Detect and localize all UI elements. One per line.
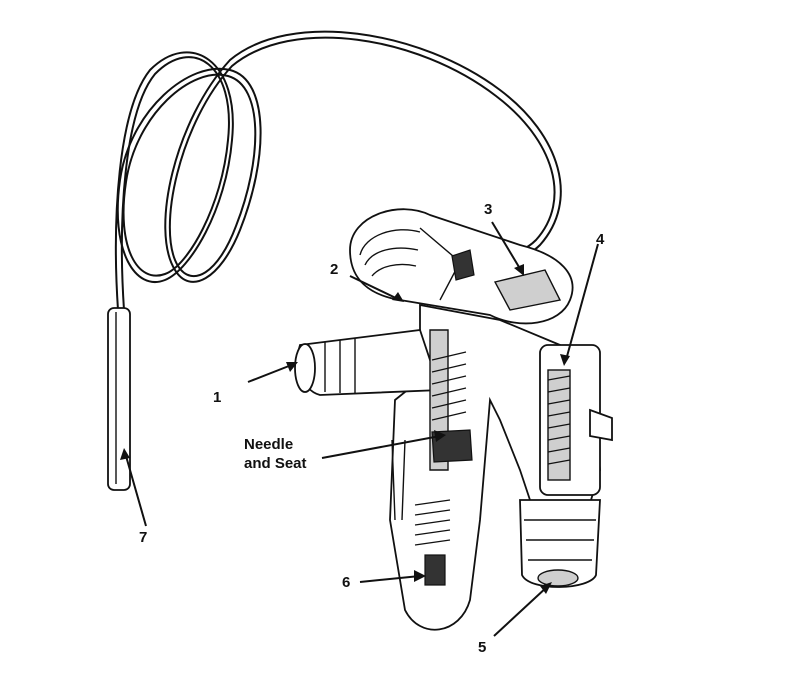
arrowhead-7	[120, 448, 130, 460]
callout-5: 5	[478, 639, 487, 656]
arrowhead-1	[286, 362, 298, 372]
needle-label-line1: Needle	[244, 436, 294, 453]
callout-7: 7	[139, 529, 148, 546]
callout-needle-and-seat: Needle and Seat	[244, 436, 307, 474]
arrowhead-4	[560, 354, 570, 366]
capillary-tube	[114, 30, 562, 311]
callout-3: 3	[484, 201, 493, 218]
leader-6	[359, 575, 421, 583]
arrowhead-needle-seat	[434, 430, 446, 442]
needle-label-line2: and Seat	[244, 454, 307, 472]
callout-6: 6	[342, 574, 351, 591]
leader-needle-seat	[321, 435, 441, 459]
leader-7	[125, 455, 147, 527]
arrowhead-6	[414, 570, 426, 582]
valve-body	[294, 303, 613, 631]
leader-1	[247, 363, 295, 383]
callout-2: 2	[330, 261, 339, 278]
callout-1: 1	[213, 389, 222, 406]
diaphragm-housing	[349, 208, 574, 325]
callout-4: 4	[596, 231, 605, 248]
leader-lines	[120, 221, 599, 637]
leader-5	[493, 585, 549, 637]
sensing-bulb	[107, 307, 131, 491]
arrowhead-2	[392, 292, 404, 302]
arrowhead-3	[514, 264, 524, 276]
arrowhead-5	[540, 582, 552, 594]
leader-2	[349, 275, 401, 301]
leader-3	[491, 221, 523, 273]
leader-4	[565, 243, 599, 361]
